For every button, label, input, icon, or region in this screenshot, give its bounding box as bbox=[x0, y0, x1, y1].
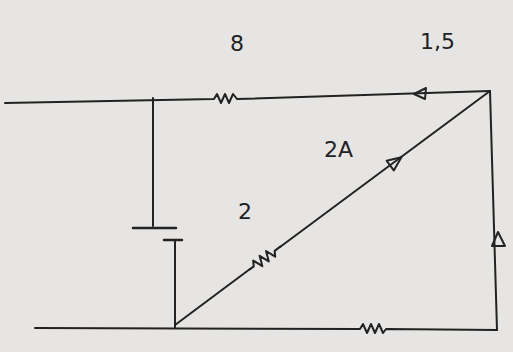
diagonal-wire bbox=[280, 91, 490, 247]
current-arrow bbox=[387, 152, 405, 170]
battery-plate bbox=[164, 239, 182, 242]
value-label: 2 bbox=[236, 200, 254, 224]
current-arrow bbox=[492, 232, 505, 246]
value-label: 8 bbox=[228, 32, 246, 56]
diagonal-wire bbox=[175, 269, 250, 325]
battery-wire bbox=[152, 98, 154, 226]
battery-wire bbox=[174, 240, 176, 328]
current-arrow bbox=[414, 88, 426, 99]
resistor-symbol bbox=[247, 243, 283, 274]
right-wire bbox=[490, 91, 497, 330]
value-label: 1,5 bbox=[418, 30, 457, 54]
bottom-wire bbox=[35, 324, 497, 333]
value-label: 2A bbox=[322, 138, 355, 162]
battery-plate bbox=[133, 227, 176, 230]
